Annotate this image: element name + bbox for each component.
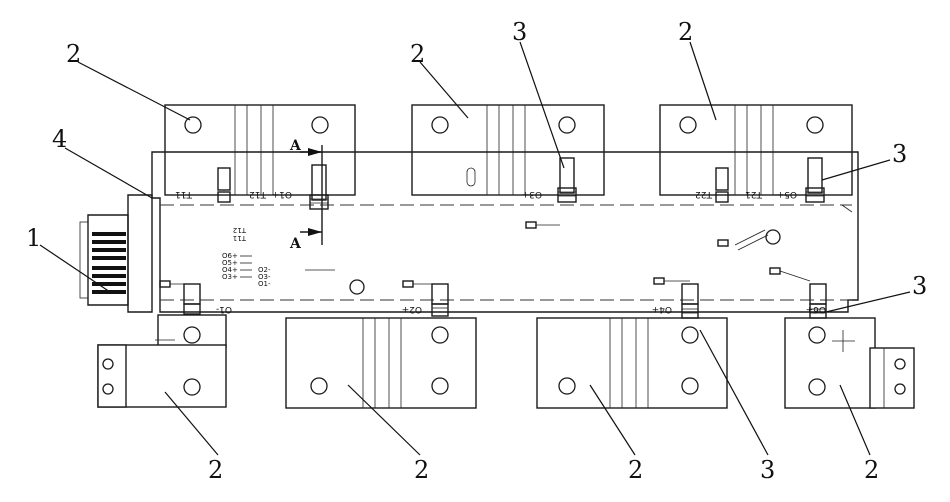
bottom-pad-3 — [536, 317, 728, 409]
label-t11: T11 — [175, 189, 193, 199]
label-o6p: O6+ — [806, 304, 826, 314]
bottom-pad-1 — [97, 314, 227, 408]
callout-3-right-upper: 3 — [892, 140, 907, 168]
label-t22: T22 — [695, 189, 713, 199]
section-label-top: A — [289, 138, 302, 154]
callout-numbers: 2 2 3 2 4 3 1 3 2 2 2 3 2 — [26, 18, 927, 484]
callout-1: 1 — [26, 224, 41, 252]
connector-pins — [92, 232, 126, 294]
pin-label-left-3: O3+ — [222, 273, 238, 281]
label-o5p: O5+ — [777, 189, 797, 199]
bottom-pad-2 — [285, 317, 477, 409]
top-pad-middle — [411, 104, 605, 196]
label-t21: T21 — [745, 189, 763, 199]
terminals — [159, 157, 827, 319]
callout-2-bottom-4: 2 — [864, 456, 879, 484]
callout-3-top: 3 — [512, 18, 527, 46]
callout-2-top-right: 2 — [678, 18, 693, 46]
callout-2-bottom-3: 2 — [628, 456, 643, 484]
label-t12-small: T12 — [233, 226, 247, 234]
callout-2-bottom-1: 2 — [208, 456, 223, 484]
callout-2-top-middle: 2 — [410, 40, 425, 68]
label-o1m: O1- — [216, 304, 232, 314]
pin-label-left-0: O6+ — [222, 252, 238, 260]
pin-label-left-2: O4+ — [222, 266, 238, 274]
section-marker: A A — [289, 138, 323, 252]
callout-4: 4 — [52, 125, 67, 153]
pin-label-right-2: O1- — [258, 280, 271, 288]
component-labels: T11 T12 O1+ O3+ T22 T21 O5+ O1- O2+ O4+ … — [175, 189, 826, 314]
leader-lines — [39, 41, 911, 456]
callout-2-top-left: 2 — [66, 40, 81, 68]
pin-label-right-0: O2- — [258, 266, 271, 274]
label-t11-small: T11 — [233, 234, 247, 242]
label-o1p: O1+ — [272, 189, 292, 199]
connector — [79, 194, 153, 313]
label-o3p: O3+ — [522, 189, 542, 199]
callout-3-bottom: 3 — [760, 456, 775, 484]
bottom-pad-4 — [784, 317, 915, 409]
pin-label-left-1: O5+ — [222, 259, 238, 267]
label-o4p: O4+ — [652, 304, 672, 314]
label-o2p: O2+ — [402, 304, 422, 314]
callout-2-bottom-2: 2 — [414, 456, 429, 484]
top-pad-right — [659, 104, 853, 196]
section-label-bottom: A — [289, 236, 302, 252]
top-pad-left — [164, 104, 356, 196]
label-t12: T12 — [249, 189, 267, 199]
callout-3-right-lower: 3 — [912, 272, 927, 300]
circuit-board — [151, 151, 859, 313]
pin-label-right-1: O3- — [258, 273, 271, 281]
